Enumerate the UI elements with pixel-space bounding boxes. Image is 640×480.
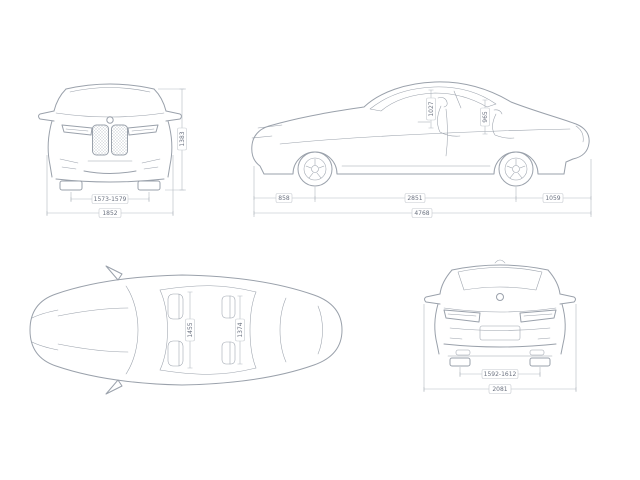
front-kidney-grille-left	[92, 124, 109, 156]
top-car-outline	[29, 265, 343, 395]
side-view: 1027 965 858 2851 1059 4768	[251, 81, 592, 218]
side-headroom-rear-label: 965	[482, 111, 489, 123]
front-left-mirror	[38, 110, 55, 122]
top-mirrors	[105, 265, 123, 395]
top-shoulder-front-label: 1455	[187, 322, 194, 337]
rear-dimension-labels: 1592-1612 2081	[481, 369, 519, 394]
side-front-wheel	[297, 151, 333, 187]
rear-left-taillight	[443, 309, 481, 323]
rear-right-taillight	[519, 309, 557, 323]
rear-dimension-lines	[423, 304, 577, 392]
rear-view: 1592-1612 2081	[423, 259, 577, 394]
side-front-overhang-label: 858	[278, 195, 290, 202]
front-track-label: 1573-1579	[94, 196, 127, 203]
front-view: 1573-1579 1852 1383	[38, 83, 187, 218]
top-shoulder-rear-label: 1374	[237, 322, 244, 337]
front-right-mirror	[165, 110, 182, 122]
front-dimension-lines	[46, 88, 186, 216]
rear-window	[457, 267, 543, 291]
top-dimension-labels: 1455 1374	[185, 318, 245, 342]
rear-license-plate	[479, 325, 521, 341]
side-wheelbase-label: 2851	[407, 195, 422, 202]
top-interior-seats	[167, 293, 236, 367]
top-dimension-lines	[187, 291, 243, 369]
side-interior-seats	[437, 97, 515, 139]
side-headroom-front-label: 1027	[428, 101, 435, 116]
rear-left-mirror	[424, 293, 441, 305]
side-length-label: 4768	[414, 210, 429, 217]
top-view: 1455 1374	[29, 265, 343, 395]
rear-track-label: 1592-1612	[484, 371, 517, 378]
rear-right-wheel	[529, 357, 551, 367]
rear-left-wheel	[449, 357, 471, 367]
rear-right-mirror	[559, 293, 576, 305]
front-width-label: 1852	[102, 210, 117, 217]
front-right-headlight	[127, 124, 159, 136]
front-right-wheel	[137, 180, 161, 191]
front-dimension-labels: 1573-1579 1852 1383	[91, 127, 187, 218]
front-height-label: 1383	[179, 131, 186, 146]
side-interior-dimension-labels: 1027 965	[426, 97, 490, 127]
front-car-outline	[38, 83, 182, 191]
side-glasshouse	[369, 86, 497, 112]
front-left-wheel	[59, 180, 83, 191]
rear-car-outline	[424, 259, 576, 367]
rear-width-mirrors-label: 2081	[492, 386, 507, 393]
front-roundel-badge	[106, 116, 114, 124]
front-kidney-grille-right	[111, 124, 128, 156]
side-rear-wheel	[498, 151, 534, 187]
side-rear-overhang-label: 1059	[545, 195, 560, 202]
side-dimension-labels: 858 2851 1059 4768	[275, 193, 564, 218]
side-interior-dimension-lines	[428, 89, 488, 135]
rear-roundel-badge	[496, 293, 504, 301]
front-left-headlight	[61, 124, 93, 136]
side-car-outline	[251, 81, 590, 187]
